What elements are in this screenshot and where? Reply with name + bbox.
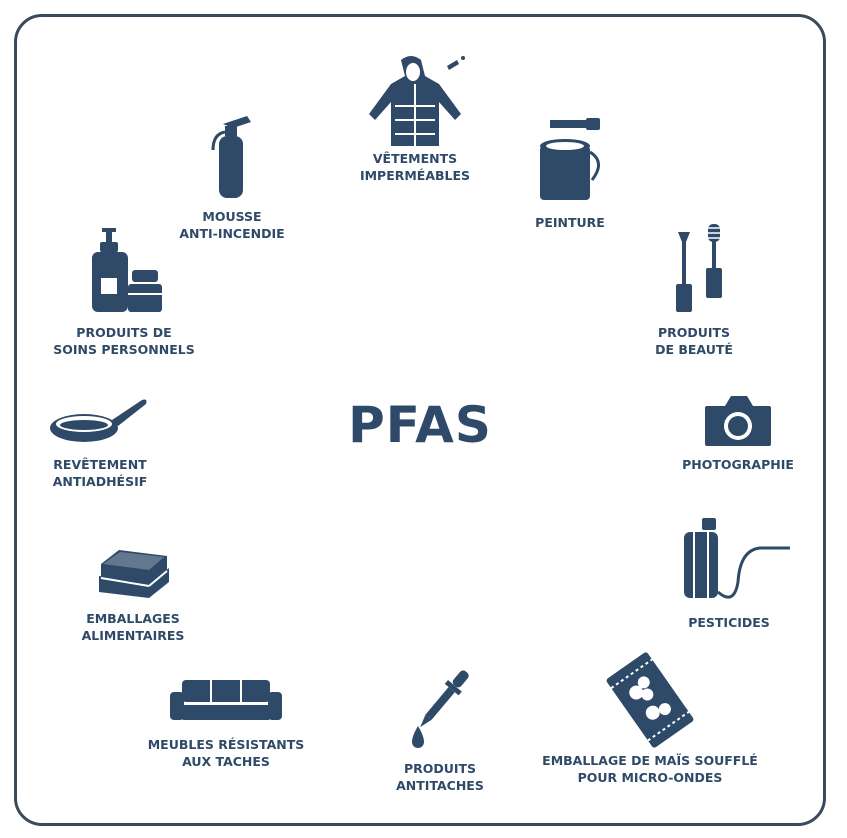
item-soins: PRODUITS DE SOINS PERSONNELS: [44, 224, 204, 358]
item-emballages: EMBALLAGES ALIMENTAIRES: [66, 546, 200, 644]
sofa-icon: [170, 680, 282, 720]
item-meubles-line-2: AUX TACHES: [182, 754, 270, 769]
dropper-icon: [412, 670, 469, 748]
item-soins-line-2: SOINS PERSONNELS: [53, 342, 195, 357]
item-vetements-line-1: VÊTEMENTS: [372, 151, 458, 166]
item-revetement: REVÊTEMENT ANTIADHÉSIF: [40, 398, 160, 490]
item-meubles: MEUBLES RÉSISTANTS AUX TACHES: [146, 676, 306, 770]
item-pesticides-line-1: PESTICIDES: [688, 615, 770, 630]
sprayer-icon: [684, 518, 790, 599]
item-emballages-line-1: EMBALLAGES: [86, 611, 180, 626]
item-mousse: MOUSSE ANTI-INCENDIE: [172, 110, 292, 242]
item-popcorn: EMBALLAGE DE MAÏS SOUFFLÉ POUR MICRO-OND…: [540, 652, 760, 786]
frying-pan-icon: [50, 399, 147, 442]
item-antitaches-line-2: ANTITACHES: [396, 778, 484, 793]
item-beaute-line-2: DE BEAUTÉ: [655, 342, 733, 357]
fire-extinguisher-icon: [211, 116, 251, 198]
item-peinture: PEINTURE: [530, 116, 610, 231]
popcorn-bag-icon: [606, 652, 694, 748]
item-mousse-line-1: MOUSSE: [202, 209, 262, 224]
item-photographie-line-1: PHOTOGRAPHIE: [682, 457, 794, 472]
item-soins-line-1: PRODUITS DE: [76, 325, 172, 340]
item-photographie: PHOTOGRAPHIE: [678, 394, 798, 473]
item-popcorn-line-2: POUR MICRO-ONDES: [577, 770, 723, 785]
item-meubles-line-1: MEUBLES RÉSISTANTS: [147, 737, 305, 752]
item-beaute-line-1: PRODUITS: [657, 325, 731, 340]
lotion-bottle-icon: [92, 228, 162, 312]
item-emballages-line-2: ALIMENTAIRES: [81, 628, 185, 643]
item-pesticides: PESTICIDES: [664, 512, 794, 631]
item-revetement-line-2: ANTIADHÉSIF: [52, 474, 148, 489]
item-peinture-line-1: PEINTURE: [535, 215, 605, 230]
paint-can-icon: [540, 118, 600, 200]
item-antitaches: PRODUITS ANTITACHES: [380, 662, 500, 794]
item-beaute: PRODUITS DE BEAUTÉ: [646, 220, 742, 358]
camera-icon: [705, 396, 771, 446]
diagram-frame: [14, 14, 826, 826]
food-container-icon: [99, 550, 169, 598]
mascara-icon: [676, 224, 722, 312]
item-popcorn-line-1: EMBALLAGE DE MAÏS SOUFFLÉ: [542, 753, 758, 768]
item-vetements: VÊTEMENTS IMPERMÉABLES: [340, 54, 490, 184]
item-antitaches-line-1: PRODUITS: [403, 761, 477, 776]
center-title: PFAS: [348, 396, 492, 454]
raincoat-icon: [369, 56, 465, 146]
item-vetements-line-2: IMPERMÉABLES: [359, 168, 471, 183]
item-mousse-line-2: ANTI-INCENDIE: [179, 226, 285, 241]
item-revetement-line-1: REVÊTEMENT: [53, 457, 147, 472]
